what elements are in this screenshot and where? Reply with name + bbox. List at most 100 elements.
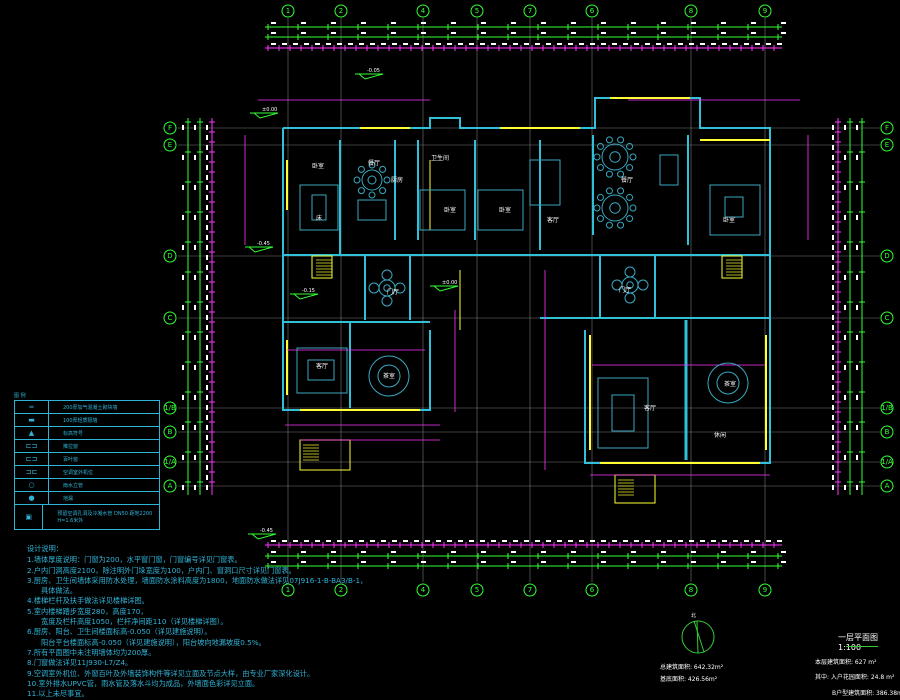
design-notes: 设计说明： 1.墙体厚度说明：门窗为200，水平窗门窗，门窗编号详见门窗表。2.…: [27, 544, 367, 699]
legend-row: ○雨水立管: [15, 479, 159, 492]
legend-label: 200厚加气混凝土砌块墙: [63, 404, 118, 411]
room-label: 门厅: [387, 288, 399, 296]
dimension-text: [832, 215, 834, 220]
chair-icon: [596, 164, 604, 172]
dimension-text: [541, 551, 546, 553]
chair-icon: [626, 193, 634, 201]
dimension-text: [480, 540, 485, 542]
dimension-text: [612, 540, 617, 542]
dimension-text: [832, 415, 834, 420]
sofa-set-icon: [296, 347, 348, 394]
chair-icon: [383, 176, 391, 184]
dimension-text: [337, 540, 342, 542]
level-triangle-icon: [290, 293, 319, 300]
dimension-text: [182, 305, 184, 310]
unit-b-area: B户型建筑面积: 386.38m²: [832, 690, 900, 697]
dimension-text: [721, 561, 726, 563]
dimension-text: [331, 561, 336, 563]
dimension-text: [781, 22, 786, 24]
box-icon: ▣: [15, 505, 44, 529]
dimension-text: [451, 561, 456, 563]
level-markers: ±0.00-0.05-0.45-0.15±0.00-0.45: [245, 68, 459, 540]
title-underline: [846, 646, 878, 647]
dimension-text: [206, 165, 208, 170]
chair-icon: [617, 136, 625, 144]
dimension-text: [656, 43, 661, 45]
dimension-text: [832, 395, 834, 400]
table-center: [609, 202, 621, 214]
note-item: 1.墙体厚度说明：门窗为200，水平窗门窗，门窗编号详见门窗表。: [27, 555, 242, 565]
chair-icon: [353, 176, 361, 184]
dimension-text: [315, 43, 320, 45]
note-item: 7.所有平面图中未注明墙体均为200厚。: [27, 647, 156, 657]
room-label: 客厅: [547, 216, 559, 224]
dimension-text: [832, 135, 834, 140]
dimension-text: [689, 43, 694, 45]
note-item: 具体做法。: [41, 586, 77, 596]
dimension-text: [623, 540, 628, 542]
dimension-text: [194, 365, 196, 370]
room-label: 床: [316, 214, 322, 222]
round-lounge-icon: [368, 355, 410, 397]
axis-bubble: [880, 479, 894, 493]
level-triangle-icon: [430, 285, 459, 292]
dimension-text: [721, 22, 726, 24]
bed-icon: [477, 189, 524, 231]
axis-label-side: B: [168, 428, 173, 436]
room-label: 卧室: [499, 206, 511, 214]
dimension-text: [568, 540, 573, 542]
triangle-icon: ▲: [15, 427, 49, 439]
chair-icon: [368, 161, 376, 169]
axis-bubble: [163, 249, 177, 263]
dimension-text: [271, 551, 276, 553]
dimension-text: [458, 43, 463, 45]
dimension-text: [856, 275, 858, 280]
chair-icon: [593, 204, 601, 212]
room-label: 门厅: [619, 286, 631, 294]
axis-bubble: [163, 479, 177, 493]
dimension-text: [206, 185, 208, 190]
chair-icon: [629, 204, 637, 212]
dimension-text: [271, 32, 276, 34]
legend-label: 预留空调孔洞及冷凝水管 DN50 距地2200 H=1.6米外: [57, 511, 153, 524]
dimension-text: [722, 540, 727, 542]
dimension-text: [469, 43, 474, 45]
note-item: 宽度及栏杆高度1050，栏杆净间距110（详见楼梯详图）。: [41, 617, 228, 627]
dimension-text: [206, 175, 208, 180]
legend-row: ▲标高符号: [15, 427, 159, 440]
dimension-text: [481, 561, 486, 563]
note-item: 10.室外排水UPVC管，雨水管及落水斗均为成品，外墙面色彩详见立面。: [27, 678, 260, 688]
dimension-text: [645, 540, 650, 542]
dimension-text: [832, 385, 834, 390]
dimension-text: [571, 32, 576, 34]
dimension-text: [182, 245, 184, 250]
dimension-text: [832, 475, 834, 480]
dimension-text: [182, 275, 184, 280]
dimension-text: [301, 32, 306, 34]
chair-icon: [617, 170, 625, 178]
dimension-text: [524, 43, 529, 45]
dimension-text: [832, 405, 834, 410]
dimension-text: [194, 335, 196, 340]
dimension-text: [502, 43, 507, 45]
dimension-text: [571, 551, 576, 553]
chair-icon: [626, 164, 634, 172]
dimension-text: [844, 185, 846, 190]
legend-row: ═ 200厚加气混凝土砌块墙: [15, 401, 159, 414]
axis-bubble: [281, 583, 295, 597]
dimension-text: [590, 43, 595, 45]
dimension-text: [777, 43, 782, 45]
level-value: ±0.00: [442, 280, 457, 286]
double-line-icon: ═: [15, 401, 49, 413]
dimension-text: [844, 365, 846, 370]
table-center: [383, 284, 391, 292]
dimension-text: [451, 32, 456, 34]
dimension-text: [755, 540, 760, 542]
dimension-text: [206, 285, 208, 290]
bed-icon: [709, 184, 761, 236]
room-label: 茶室: [724, 380, 736, 388]
dimension-text: [832, 265, 834, 270]
axis-bubble: [523, 4, 537, 18]
dimension-text: [194, 155, 196, 160]
